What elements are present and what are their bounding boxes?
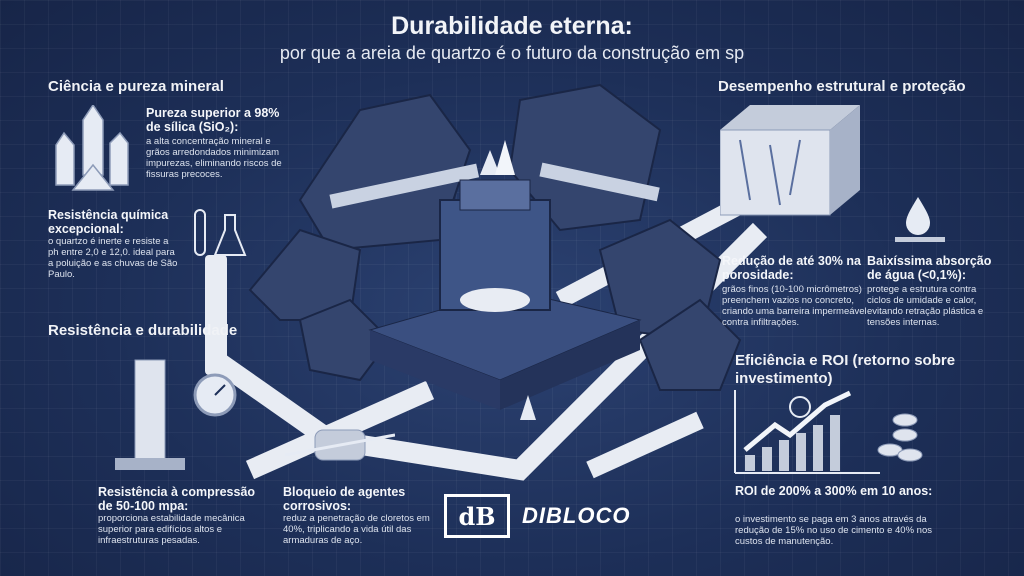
section-title-resistencia: Resistência e durabilidade: [48, 322, 238, 339]
page-subtitle: por que a areia de quartzo é o futuro da…: [279, 43, 745, 63]
absorption-title: Baixíssima absorção de água (<0,1%):: [867, 254, 992, 282]
lab-flask-icon: [194, 209, 247, 256]
porosity-body: grãos finos (10-100 micrômetros) preench…: [722, 284, 867, 328]
roi-body: o investimento se paga em 3 anos através…: [735, 514, 932, 547]
pressure-gauge-icon: [193, 373, 237, 417]
water-drop-icon: [895, 197, 945, 242]
porosity-title: Redução de até 30% na porosidade:: [722, 254, 861, 282]
page-title: Durabilidade eterna:: [391, 12, 633, 40]
chemical-body: o quartzo é inerte e resiste a ph entre …: [48, 236, 178, 280]
purity-body: a alta concentração mineral e grãos arre…: [146, 136, 282, 180]
chemical-title: Resistência química excepcional:: [48, 208, 169, 236]
section-title-ciencia: Ciência e pureza mineral: [48, 78, 224, 95]
concrete-block-icon: [720, 105, 860, 216]
road: [205, 255, 227, 375]
corrosion-title: Bloqueio de agentes corrosivos:: [283, 485, 406, 513]
roi-title: ROI de 200% a 300% em 10 anos:: [735, 484, 933, 498]
rebar-pipe-icon: [285, 429, 395, 461]
roi-growth-chart-icon: [734, 390, 923, 474]
absorption-body: protege a estrutura contra ciclos de umi…: [867, 284, 984, 328]
section-title-eficiencia: Eficiência e ROI (retorno sobre investim…: [735, 352, 956, 387]
purity-title: Pureza superior a 98% de sílica (SiO₂):: [146, 106, 280, 134]
corrosion-body: reduz a penetração de cloretos em 40%, t…: [283, 513, 430, 546]
dibloco-logo-name: DIBLOCO: [522, 503, 631, 528]
compression-title: Resistência à compressão de 50-100 mpa:: [98, 485, 256, 513]
skyscraper-icon: [115, 359, 185, 470]
compression-body: proporciona estabilidade mecânica superi…: [98, 513, 245, 546]
dibloco-logo-mark: dB: [444, 494, 510, 538]
crystal-icon: [55, 105, 129, 191]
section-title-desempenho: Desempenho estrutural e proteção: [718, 78, 966, 95]
